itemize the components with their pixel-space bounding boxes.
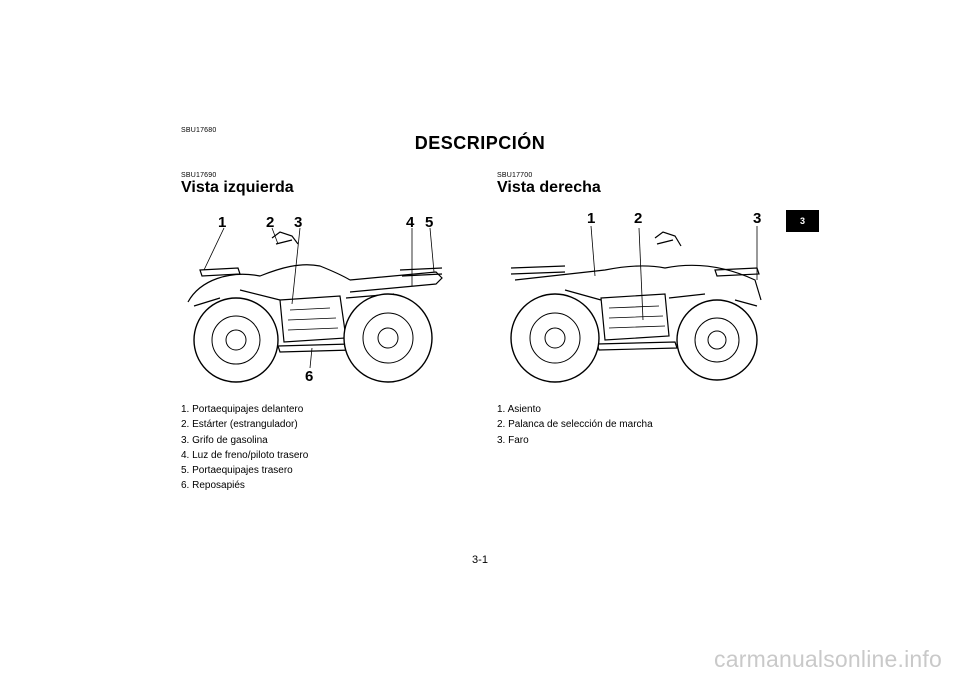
list-item: 2. Estárter (estrangulador): [181, 419, 298, 431]
left-parts-list: 1. Portaequipajes delantero 2. Estárter …: [181, 402, 308, 494]
watermark[interactable]: carmanualsonline.info: [714, 646, 942, 672]
list-item: 4. Luz de freno/piloto trasero: [181, 449, 309, 461]
list-item: 6. Reposapiés: [181, 480, 245, 492]
list-item: 1. Portaequipajes delantero: [181, 404, 304, 415]
section-code: SBU17680: [181, 127, 217, 134]
list-item: 2. Palanca de selección de marcha: [497, 419, 653, 431]
chapter-tab-label: 3: [799, 216, 805, 226]
right-callout-2: 2: [634, 210, 643, 227]
left-heading: Vista izquierda: [181, 179, 294, 196]
list-item: 3. Grifo de gasolina: [181, 434, 268, 446]
list-item: 5. Portaequipajes trasero: [181, 465, 293, 477]
atv-right-side-illustration: [510, 225, 762, 383]
left-callout-2: 2: [266, 214, 275, 231]
list-item: 3. Faro: [497, 434, 529, 446]
left-callout-6: 6: [305, 368, 314, 385]
right-section-code: SBU17700: [497, 172, 533, 179]
list-item: 1. Asiento: [497, 404, 541, 415]
page-title: DESCRIPCIÓN: [414, 133, 546, 153]
chapter-tab[interactable]: 3: [786, 210, 819, 232]
right-parts-list: 1. Asiento 2. Palanca de selección de ma…: [497, 402, 653, 448]
left-callout-1: 1: [218, 214, 227, 231]
left-section-code: SBU17690: [181, 172, 217, 179]
left-callout-3: 3: [294, 214, 303, 231]
left-callout-4: 4: [406, 214, 415, 231]
right-heading: Vista derecha: [497, 179, 601, 196]
atv-left-side-illustration: [187, 227, 443, 383]
left-callout-5: 5: [425, 214, 434, 231]
right-callout-3: 3: [753, 210, 762, 227]
page-number: 3-1: [472, 554, 488, 566]
right-callout-1: 1: [587, 210, 596, 227]
